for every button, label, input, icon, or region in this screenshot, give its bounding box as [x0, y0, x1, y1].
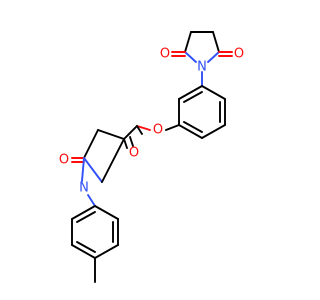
- atom-o-lactam: O: [59, 153, 69, 168]
- bond: [129, 136, 134, 147]
- bond: [178, 85, 203, 100]
- bond: [178, 124, 203, 139]
- pyrrolidinone-ring: [71, 129, 125, 183]
- bond: [123, 125, 138, 140]
- bond: [183, 91, 203, 103]
- atom-n-lactam: N: [79, 181, 89, 196]
- bond: [83, 157, 103, 183]
- bond: [97, 129, 125, 140]
- atom-o-imide-right: O: [234, 47, 244, 62]
- bond: [81, 157, 85, 182]
- bond: [76, 241, 96, 253]
- atom-o-imide-left: O: [160, 47, 170, 62]
- atom-labels: O O N O O O N: [59, 47, 244, 196]
- bond: [101, 138, 125, 183]
- bond: [71, 205, 96, 220]
- bond: [201, 124, 226, 139]
- bond: [87, 194, 96, 207]
- bond: [83, 129, 99, 159]
- succinimide-ring: [171, 31, 233, 87]
- bond: [71, 244, 96, 259]
- bond: [94, 205, 119, 220]
- tolyl-ring: [71, 194, 119, 283]
- bond: [123, 138, 128, 149]
- bond: [184, 51, 197, 63]
- atom-n-imide: N: [197, 60, 207, 75]
- ester-linkage: [123, 124, 180, 149]
- structure-drawing: O O N O O O N: [59, 31, 244, 283]
- bond: [184, 31, 192, 53]
- atom-o-ester: O: [153, 123, 163, 138]
- atom-o-carbonyl-ester: O: [129, 146, 139, 161]
- bond: [212, 31, 220, 53]
- bond: [183, 121, 203, 133]
- central-phenyl-ring: [178, 85, 226, 139]
- molecule-canvas: O O N O O O N: [59, 31, 244, 283]
- bond: [94, 244, 119, 259]
- bond: [136, 125, 143, 135]
- bond: [165, 124, 180, 131]
- bond: [201, 85, 226, 100]
- bond: [136, 125, 151, 131]
- bond: [76, 211, 96, 223]
- bond: [207, 51, 220, 63]
